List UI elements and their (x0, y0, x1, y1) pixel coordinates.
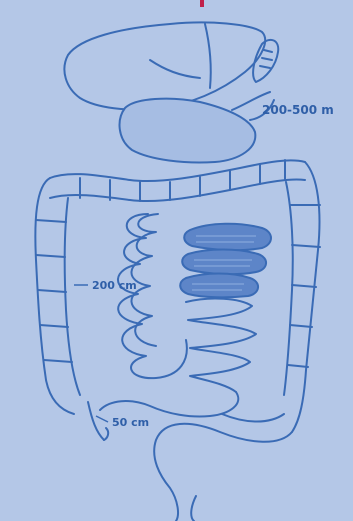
small-intestine-loops (118, 214, 187, 378)
liver-shape (64, 22, 265, 109)
ileum-loops (186, 299, 256, 392)
descending-colon (292, 162, 319, 432)
ascending-colon (35, 178, 74, 414)
label-ileum-length: 50 cm (112, 416, 149, 429)
sigmoid-colon (154, 424, 292, 521)
top-marker (200, 0, 204, 7)
label-stomach-range: 200-500 m (262, 103, 334, 117)
transverse-colon (50, 160, 305, 181)
label-small-intestine-length: 200 cm (92, 279, 137, 292)
jejunum-shaded (180, 224, 271, 298)
